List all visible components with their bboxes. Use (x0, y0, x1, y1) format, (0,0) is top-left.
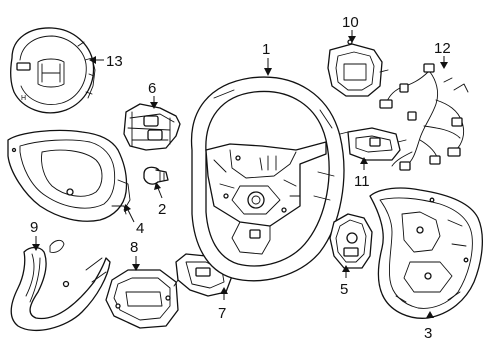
callout-labels: 1 13 6 2 4 9 8 7 10 12 11 5 3 (30, 14, 451, 342)
part-6-switch (123, 103, 181, 151)
callout-12: 12 (434, 40, 451, 57)
callout-6: 6 (148, 80, 156, 97)
airbag-emblem-text: H (21, 95, 26, 102)
callout-2: 2 (158, 201, 166, 218)
part-5-right-switch (329, 213, 373, 269)
part-2-bolt (143, 166, 169, 185)
callout-11: 11 (354, 173, 370, 190)
callout-1: 1 (262, 41, 270, 58)
part-8-bezel (105, 269, 179, 329)
part-9-lower-garnish (10, 239, 111, 332)
part-3-lower-cover (369, 187, 483, 319)
part-12-harness (379, 63, 469, 171)
callout-7: 7 (218, 305, 226, 322)
callout-5: 5 (340, 281, 348, 298)
leader-lines (32, 30, 448, 318)
part-13-airbag: H (10, 27, 96, 114)
callout-3: 3 (424, 325, 432, 342)
callout-10: 10 (342, 14, 359, 31)
part-10-paddle (327, 39, 389, 97)
part-4-rear-cover (7, 129, 131, 222)
part-11-connector (339, 127, 407, 161)
callout-8: 8 (130, 239, 138, 256)
callout-4: 4 (136, 220, 144, 237)
callout-9: 9 (30, 219, 38, 236)
callout-13: 13 (106, 53, 123, 70)
part-1-steering-wheel (190, 76, 345, 282)
